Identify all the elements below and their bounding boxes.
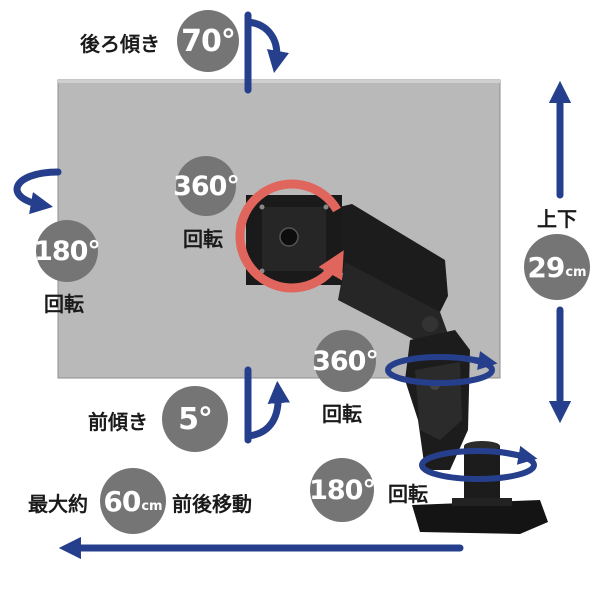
base-rotation-value: 180° bbox=[309, 474, 376, 506]
screen-rotation-ring-icon bbox=[235, 179, 344, 293]
vertical-label: 上下 bbox=[537, 207, 577, 231]
screen-rotation-value-badge: 360° bbox=[173, 156, 240, 216]
horizontal-prefix-label: 最大約 bbox=[28, 492, 88, 516]
base-rotation-arrow-icon bbox=[419, 445, 538, 482]
tilt-back-rotation-arrow-icon bbox=[244, 11, 290, 94]
base-rotation-label: 回転 bbox=[388, 482, 428, 506]
tilt-back-value-badge: 70° bbox=[177, 10, 239, 72]
tilt-forward-rotation-arrow-icon bbox=[244, 366, 290, 444]
swivel-left-value: 180° bbox=[34, 235, 101, 267]
horizontal-suffix-label: 前後移動 bbox=[172, 492, 252, 516]
tilt-forward-value: 5° bbox=[178, 401, 213, 437]
swivel-left-rotation-arrow-icon bbox=[13, 168, 62, 215]
tilt-forward-value-badge: 5° bbox=[162, 386, 228, 452]
tilt-back-label: 後ろ傾き bbox=[80, 32, 160, 56]
arm-rotation-label: 回転 bbox=[322, 402, 362, 426]
tilt-forward-label: 前傾き bbox=[88, 410, 148, 434]
arm-rotation-arrow-icon bbox=[385, 351, 498, 386]
horizontal-unit: cm bbox=[141, 498, 163, 514]
swivel-left-label: 回転 bbox=[44, 292, 84, 316]
horizontal-value: 60 bbox=[103, 484, 141, 518]
screen-rotation-label: 回転 bbox=[183, 227, 223, 251]
arm-rotation-value-badge: 360° bbox=[312, 330, 379, 392]
vertical-unit: cm bbox=[565, 264, 587, 280]
swivel-left-value-badge: 180° bbox=[34, 220, 101, 282]
tilt-back-value: 70° bbox=[181, 23, 236, 59]
screen-rotation-value: 360° bbox=[173, 170, 240, 202]
arm-rotation-value: 360° bbox=[312, 345, 379, 377]
vertical-value: 29 bbox=[527, 250, 565, 284]
base-rotation-value-badge: 180° bbox=[309, 458, 376, 522]
